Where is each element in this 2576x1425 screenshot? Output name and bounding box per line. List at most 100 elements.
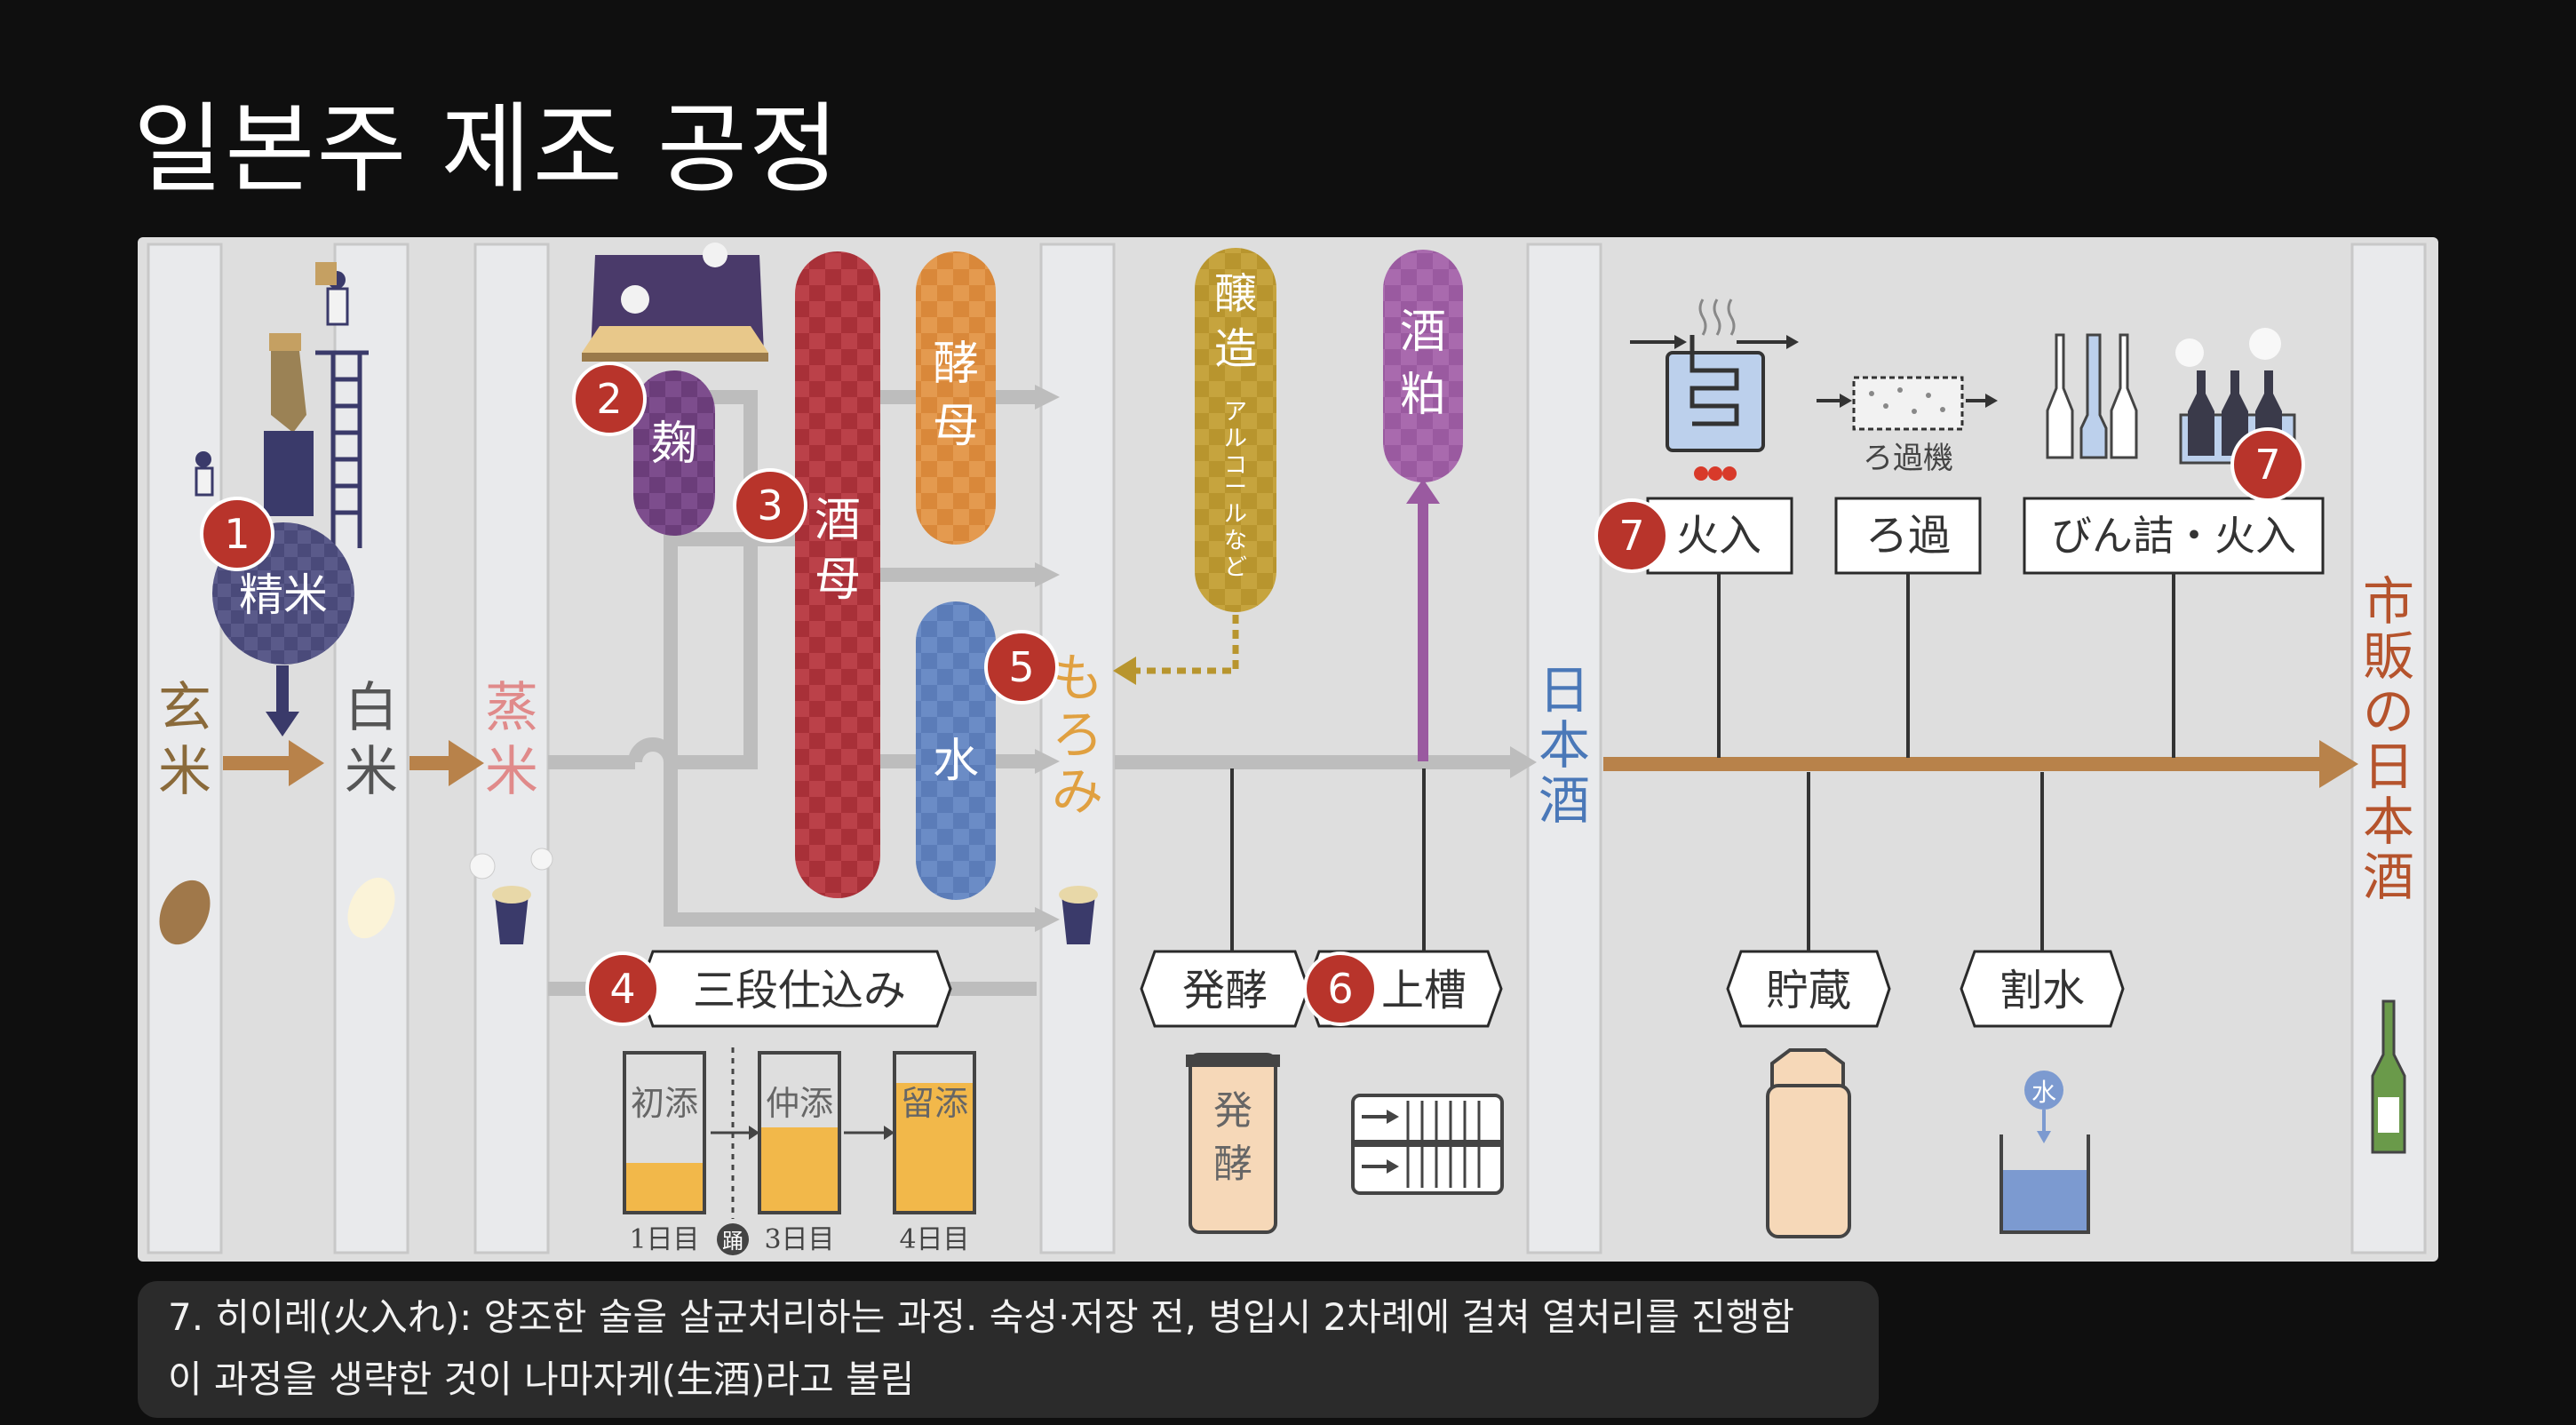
step-chozo: 貯蔵 [1726, 950, 1891, 1028]
svg-text:な: な [1224, 528, 1247, 554]
caption-line-2: 이 과정을 생략한 것이 나마자케(生酒)라고 불림 [168, 1357, 915, 1401]
column-label-hakumai: 白米 [345, 677, 398, 803]
mizu-capsule [916, 601, 996, 900]
svg-text:日: 日 [2363, 736, 2414, 797]
svg-text:母: 母 [815, 553, 861, 607]
warimizu-illustration: 水 [2000, 1071, 2090, 1234]
jozo-alcohol-capsule [1195, 248, 1276, 612]
sakekasu-label: 酒粕 [1400, 306, 1446, 422]
svg-text:ル: ル [1224, 426, 1247, 452]
column-label-mushimai: 蒸米 [485, 677, 538, 803]
svg-text:酒: 酒 [815, 494, 861, 547]
svg-text:留添: 留添 [901, 1084, 968, 1123]
column-label-moromi: もろみ [1052, 648, 1103, 822]
press-illustration [1351, 1094, 1504, 1195]
svg-text:7: 7 [1618, 512, 1644, 560]
step-hakko: 発酵 [1140, 950, 1310, 1028]
svg-text:酒: 酒 [2363, 847, 2414, 907]
koji-making-illustration [582, 243, 768, 362]
connector-lines [1230, 573, 2175, 951]
svg-text:割水: 割水 [2000, 966, 2085, 1015]
fermentation-tank-illustration: 発 酵 [1186, 1053, 1280, 1234]
svg-text:本: 本 [1538, 715, 1590, 776]
step-badge-6: 6 [1303, 951, 1378, 1026]
tank-nakazoe: 仲添 [758, 1051, 841, 1214]
step-badge-5: 5 [984, 630, 1059, 705]
svg-text:踊: 踊 [722, 1229, 743, 1254]
svg-text:粕: 粕 [1400, 369, 1446, 422]
column-rails [147, 243, 2427, 1254]
svg-text:の: の [2363, 681, 2414, 742]
svg-text:仲添: 仲添 [766, 1084, 833, 1123]
kobo-capsule [916, 251, 996, 545]
svg-text:造: 造 [1214, 324, 1257, 374]
svg-text:2: 2 [596, 375, 622, 423]
koji-label: 麹 [651, 418, 697, 471]
svg-text:米: 米 [158, 741, 211, 803]
svg-text:初添: 初添 [631, 1084, 698, 1123]
svg-text:3日目: 3日目 [764, 1224, 834, 1255]
svg-text:醸: 醸 [1214, 269, 1257, 319]
column-label-nihonshu: 日本酒 [1538, 660, 1590, 831]
hiire-heater-illustration [1630, 299, 1799, 481]
svg-text:5: 5 [1008, 643, 1034, 691]
main-flow-arrows [223, 740, 2358, 788]
svg-text:7: 7 [2254, 441, 2280, 489]
svg-text:本: 本 [2363, 792, 2414, 852]
svg-text:貯蔵: 貯蔵 [1766, 966, 1851, 1015]
svg-text:市: 市 [2363, 571, 2414, 632]
step-badge-7-hiire: 7 [1594, 498, 1669, 573]
svg-text:上槽: 上槽 [1381, 966, 1467, 1015]
svg-text:蒸: 蒸 [485, 677, 538, 739]
svg-text:ー: ー [1224, 474, 1247, 501]
svg-text:販: 販 [2363, 626, 2414, 687]
step-badge-4: 4 [585, 951, 660, 1026]
koji-capsule [633, 370, 715, 536]
final-bottle-illustration [2371, 999, 2406, 1154]
svg-text:コ: コ [1224, 452, 1247, 479]
step-badge-1: 1 [200, 497, 274, 571]
tank-tomezoe: 留添 [893, 1051, 976, 1214]
svg-text:酵: 酵 [933, 338, 979, 391]
caption-line-1: 7. 히이레(火入れ): 양조한 술을 살균처리하는 과정. 숙성·저장 전, … [168, 1295, 1795, 1339]
storage-tank-illustration [1766, 1048, 1851, 1238]
filter-machine-illustration: ろ過機 [1817, 376, 1998, 476]
svg-text:米: 米 [345, 741, 398, 803]
svg-text:水: 水 [2031, 1078, 2056, 1107]
svg-text:玄: 玄 [158, 677, 211, 739]
mizu-label: 水 [933, 735, 979, 788]
step-badge-2: 2 [572, 362, 647, 436]
svg-text:ル: ル [1224, 501, 1247, 528]
svg-text:びん詰・火入: びん詰・火入 [2051, 512, 2296, 560]
shubo-capsule [795, 251, 880, 898]
svg-text:も: も [1052, 648, 1103, 708]
kobo-label: 酵母 [933, 338, 979, 453]
step-sandan: 三段仕込み [638, 950, 952, 1028]
svg-text:火入: 火入 [1676, 511, 1761, 561]
svg-text:ろ: ろ [1052, 705, 1103, 765]
page-title: 일본주 제조 공정 [133, 92, 841, 206]
step-warimizu: 割水 [1960, 950, 2125, 1028]
svg-text:三段仕込み: 三段仕込み [693, 966, 906, 1015]
step-binzume: びん詰・火入 [2023, 497, 2325, 575]
step-hiire: 火入 [1646, 497, 1793, 575]
svg-text:米: 米 [485, 741, 538, 803]
sandan-tanks: 初添 仲添 留添 1日目 踊 3日目 4日目 [623, 1047, 976, 1255]
seimai-label: 精米 [239, 569, 328, 621]
shubo-label: 酒母 [815, 494, 861, 607]
brewing-process-diagram: 精米 玄米 白米 蒸米 もろみ 日本酒 市販の 日本酒 [138, 237, 2438, 1262]
caption-box: 7. 히이레(火入れ): 양조한 술을 살균처리하는 과정. 숙성·저장 전, … [138, 1281, 1879, 1418]
step-badge-7-binzume: 7 [2230, 427, 2305, 502]
svg-text:1: 1 [224, 510, 250, 558]
hakko-tank-label: 酵 [1213, 1142, 1252, 1187]
sakekasu-capsule [1383, 250, 1463, 482]
svg-text:酒: 酒 [1538, 770, 1590, 831]
svg-text:日: 日 [1538, 660, 1590, 720]
additive-arrows [1113, 479, 1440, 761]
svg-text:発酵: 発酵 [1182, 966, 1268, 1015]
step-badge-3: 3 [733, 468, 807, 543]
svg-text:1日目: 1日目 [629, 1224, 699, 1255]
tank-hatsuzoe: 初添 [623, 1051, 706, 1214]
svg-text:白: 白 [345, 677, 398, 739]
svg-text:4日目: 4日目 [899, 1224, 969, 1255]
